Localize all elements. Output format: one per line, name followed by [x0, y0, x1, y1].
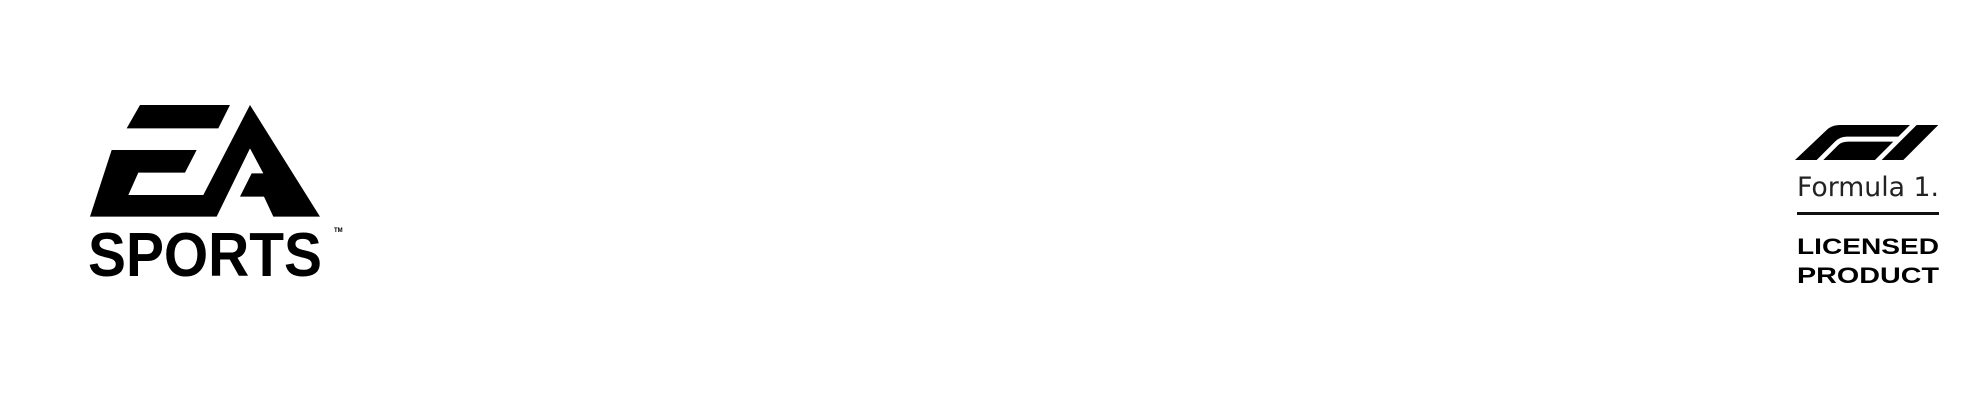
product-label: PRODUCT [1797, 263, 1940, 288]
ea-logo-mark [89, 104, 320, 217]
formula1-wordmark: Formula 1. [1797, 172, 1939, 203]
divider [1797, 212, 1939, 215]
f1-logo-mark [1794, 124, 1939, 160]
trademark-symbol: TM [334, 228, 343, 234]
ea-sports-wordmark: SPORTS [88, 221, 322, 290]
ea-sports-logo: SPORTS TM [88, 104, 343, 290]
licensed-label: LICENSED [1797, 234, 1939, 259]
f1-licensed-product-logo: Formula 1. LICENSED PRODUCT [1794, 124, 1940, 288]
